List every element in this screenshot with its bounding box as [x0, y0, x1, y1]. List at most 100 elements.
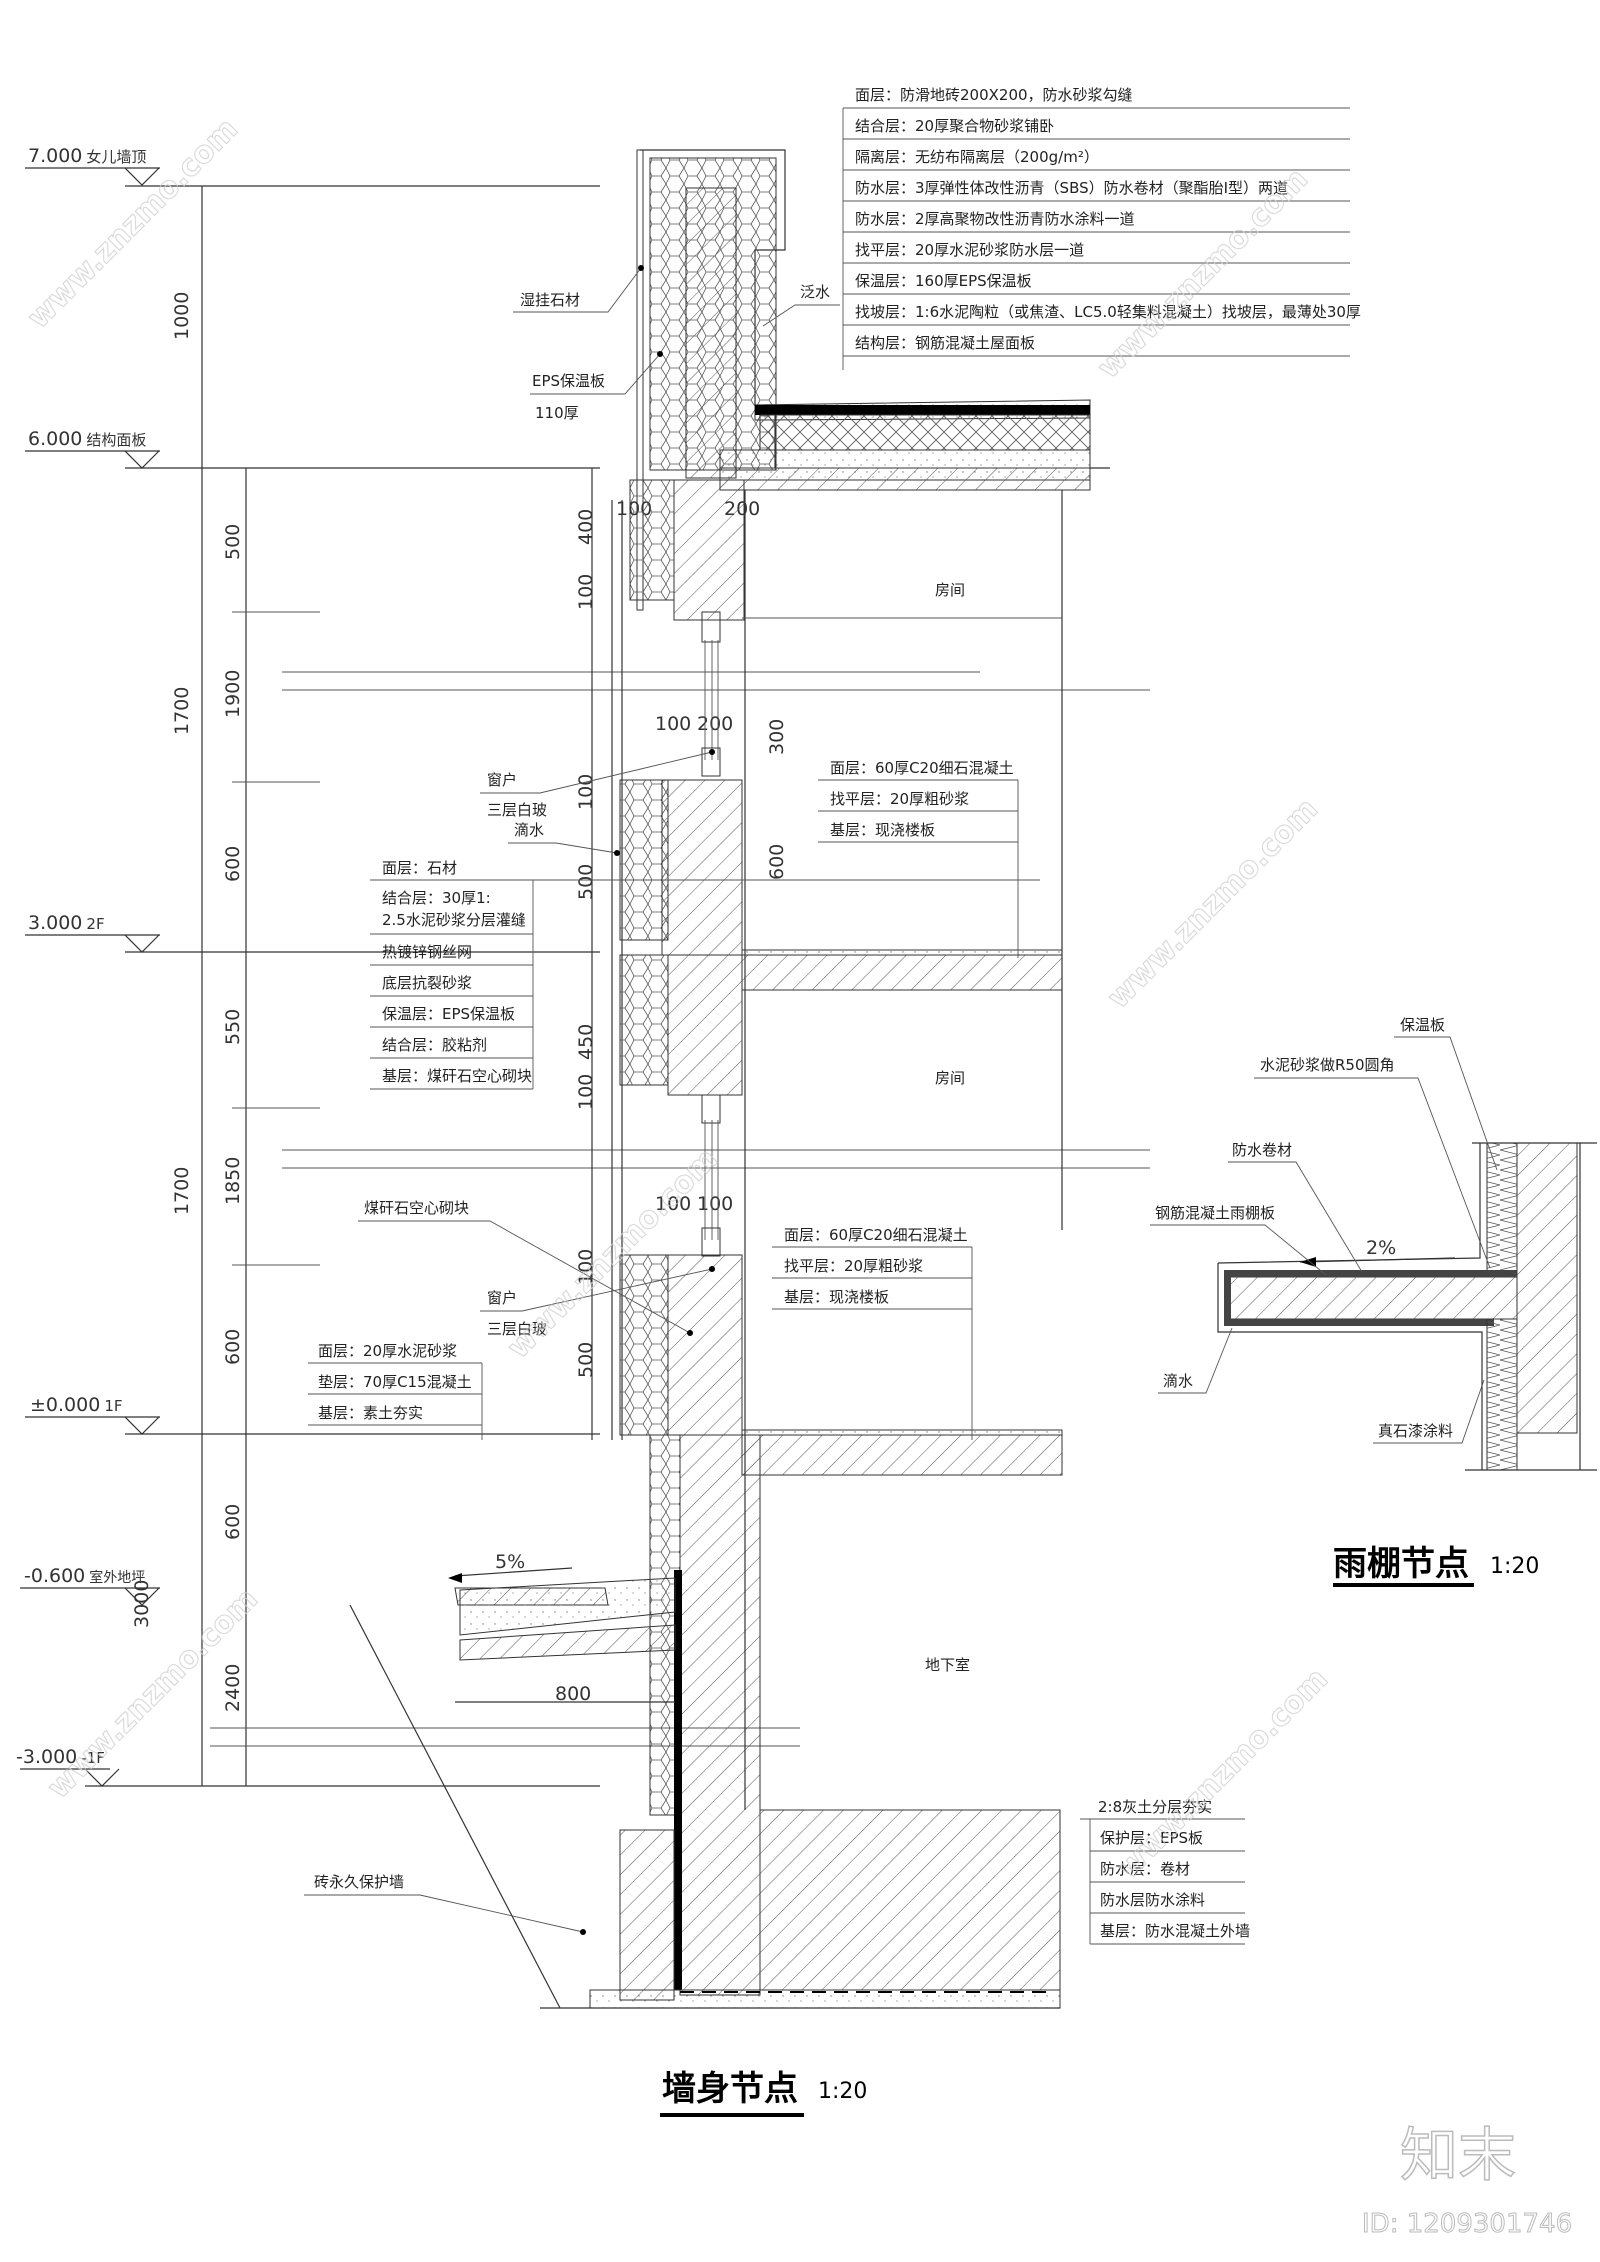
roof-layer-3: 防水层：3厚弹性体改性沥青（SBS）防水卷材（聚酯胎Ⅰ型）两道: [855, 179, 1288, 197]
canopy-callout-fillet: 水泥砂浆做R50圆角: [1260, 1056, 1395, 1074]
canopy-scale: 1:20: [1490, 1554, 1539, 1579]
roof-layer-4: 防水层：2厚高聚物改性沥青防水涂料一道: [855, 210, 1135, 228]
wall-layer-7: 基层：煤矸石空心砌块: [382, 1067, 532, 1085]
svg-text:100: 100: [655, 1193, 691, 1215]
roof-layer-2: 隔离层：无纺布隔离层（200g/m²）: [855, 148, 1099, 166]
basement-layer-2: 防水层：卷材: [1100, 1860, 1190, 1878]
svg-text:2400: 2400: [222, 1664, 244, 1712]
wall-section-scale: 1:20: [818, 2079, 867, 2104]
canopy-callout-membrane: 防水卷材: [1232, 1141, 1292, 1159]
exterior-ground: [349, 1567, 676, 2009]
wall-layer-1: 结合层：30厚1:: [382, 889, 491, 907]
svg-text:500: 500: [222, 524, 244, 560]
svg-text:400: 400: [575, 509, 597, 545]
basement-layer-0: 2:8灰土分层夯实: [1098, 1798, 1212, 1816]
elevation-minus-3000: -3.000-1F: [16, 1746, 105, 1768]
canopy-callout-insulation: 保温板: [1400, 1016, 1445, 1034]
parapet: [636, 149, 786, 611]
ground-layer-1: 垫层：70厚C15混凝土: [318, 1373, 472, 1391]
floor-1f-table: [772, 1246, 973, 1440]
callout-drip: 滴水: [514, 821, 544, 839]
svg-text:1700: 1700: [171, 1167, 193, 1215]
basement-table: [1080, 1818, 1245, 1945]
roof-layer-7: 找坡层：1:6水泥陶粒（或焦渣、LC5.0轻集料混凝土）找坡层，最薄处30厚: [855, 303, 1361, 321]
callout-glass: 三层白玻: [487, 801, 547, 819]
floor-2f-table: [818, 779, 1019, 958]
callout-window: 窗户: [487, 771, 517, 789]
floor-2f-layer-0: 面层：60厚C20细石混凝土: [830, 759, 1014, 777]
slope-5pct: 5%: [495, 1551, 525, 1573]
dimension-texts: 1000 1700 1700 3000 500 1900 600 550 185…: [131, 292, 788, 1712]
room-label-basement: 地下室: [925, 1656, 970, 1674]
roof-layer-1: 结合层：20厚聚合物砂浆铺卧: [855, 117, 1054, 135]
wall-layer-6: 结合层：胶粘剂: [382, 1036, 487, 1054]
canopy-slope: 2%: [1366, 1237, 1396, 1259]
floor-1f-layer-2: 基层：现浇楼板: [784, 1288, 889, 1306]
svg-text:100: 100: [575, 1249, 597, 1285]
canopy-detail: [1217, 1142, 1597, 1471]
roof-layer-table: [842, 107, 1350, 370]
floor-slabs: [741, 490, 1063, 1991]
svg-text:600: 600: [222, 1504, 244, 1540]
floor-1f-layer-0: 面层：60厚C20细石混凝土: [784, 1226, 968, 1244]
svg-text:200: 200: [697, 713, 733, 735]
exterior-wall: [540, 479, 1061, 2009]
floor-2f-layer-1: 找平层：20厚粗砂浆: [830, 790, 969, 808]
svg-text:3000: 3000: [131, 1580, 153, 1628]
svg-text:450: 450: [575, 1024, 597, 1060]
canopy-callout-coating: 真石漆涂料: [1378, 1422, 1453, 1440]
basement-layer-4: 基层：防水混凝土外墙: [1100, 1922, 1250, 1940]
callout-window-1f: 窗户: [487, 1289, 517, 1307]
svg-text:100: 100: [575, 774, 597, 810]
svg-text:800: 800: [555, 1683, 591, 1705]
svg-text:550: 550: [222, 1009, 244, 1045]
callout-eps-thickness: 110厚: [535, 404, 579, 422]
svg-text:1700: 1700: [171, 687, 193, 735]
canopy-callout-slab: 钢筋混凝土雨棚板: [1155, 1204, 1275, 1222]
floor-1f-layer-1: 找平层：20厚粗砂浆: [784, 1257, 923, 1275]
elevation-markers: [20, 167, 600, 1787]
room-label-2f: 房间: [935, 581, 965, 599]
wall-layer-5: 保温层：EPS保温板: [382, 1005, 515, 1023]
callout-eps: EPS保温板: [532, 372, 605, 390]
roof-slab: [719, 399, 1110, 491]
room-label-1f: 房间: [935, 1069, 965, 1087]
svg-text:1000: 1000: [171, 292, 193, 340]
wall-layer-4: 底层抗裂砂浆: [382, 974, 472, 992]
svg-text:www.znzmo.com: www.znzmo.com: [1101, 792, 1325, 1016]
svg-text:100: 100: [697, 1193, 733, 1215]
basement-layer-3: 防水层防水涂料: [1100, 1891, 1205, 1909]
callout-glass-1f: 三层白玻: [487, 1320, 547, 1338]
roof-layer-8: 结构层：钢筋混凝土屋面板: [855, 334, 1035, 352]
callout-stone: 湿挂石材: [520, 291, 580, 309]
canopy-leaders: [1150, 1036, 1498, 1444]
roof-layer-0: 面层：防滑地砖200X200，防水砂浆勾缝: [855, 86, 1133, 104]
svg-text:600: 600: [222, 1329, 244, 1365]
canopy-title: 雨棚节点: [1333, 1544, 1469, 1584]
svg-text:600: 600: [766, 844, 788, 880]
floor-2f-layer-2: 基层：现浇楼板: [830, 821, 935, 839]
callout-block: 煤矸石空心砌块: [364, 1199, 469, 1217]
svg-text:100: 100: [575, 1074, 597, 1110]
wall-layer-0: 面层：石材: [382, 859, 457, 877]
svg-text:1850: 1850: [222, 1157, 244, 1205]
wall-layer-3: 热镀锌钢丝网: [382, 943, 472, 961]
svg-text:1900: 1900: [222, 670, 244, 718]
watermark-id: ID: 1209301746: [1362, 2209, 1572, 2239]
windows: [701, 611, 721, 1257]
callout-flashing: 泛水: [800, 283, 830, 301]
ground-table: [308, 1362, 483, 1440]
svg-text:www.znzmo.com: www.znzmo.com: [1111, 1662, 1335, 1886]
wall-layer-table: [370, 879, 1040, 1090]
svg-text:600: 600: [222, 846, 244, 882]
wall-section-title: 墙身节点: [662, 2069, 798, 2109]
roof-layer-6: 保温层：160厚EPS保温板: [855, 272, 1032, 290]
wall-layer-2: 2.5水泥砂浆分层灌缝: [382, 911, 526, 929]
callout-brick-wall: 砖永久保护墙: [314, 1873, 404, 1891]
ground-layer-0: 面层：20厚水泥砂浆: [318, 1342, 457, 1360]
svg-text:500: 500: [575, 864, 597, 900]
